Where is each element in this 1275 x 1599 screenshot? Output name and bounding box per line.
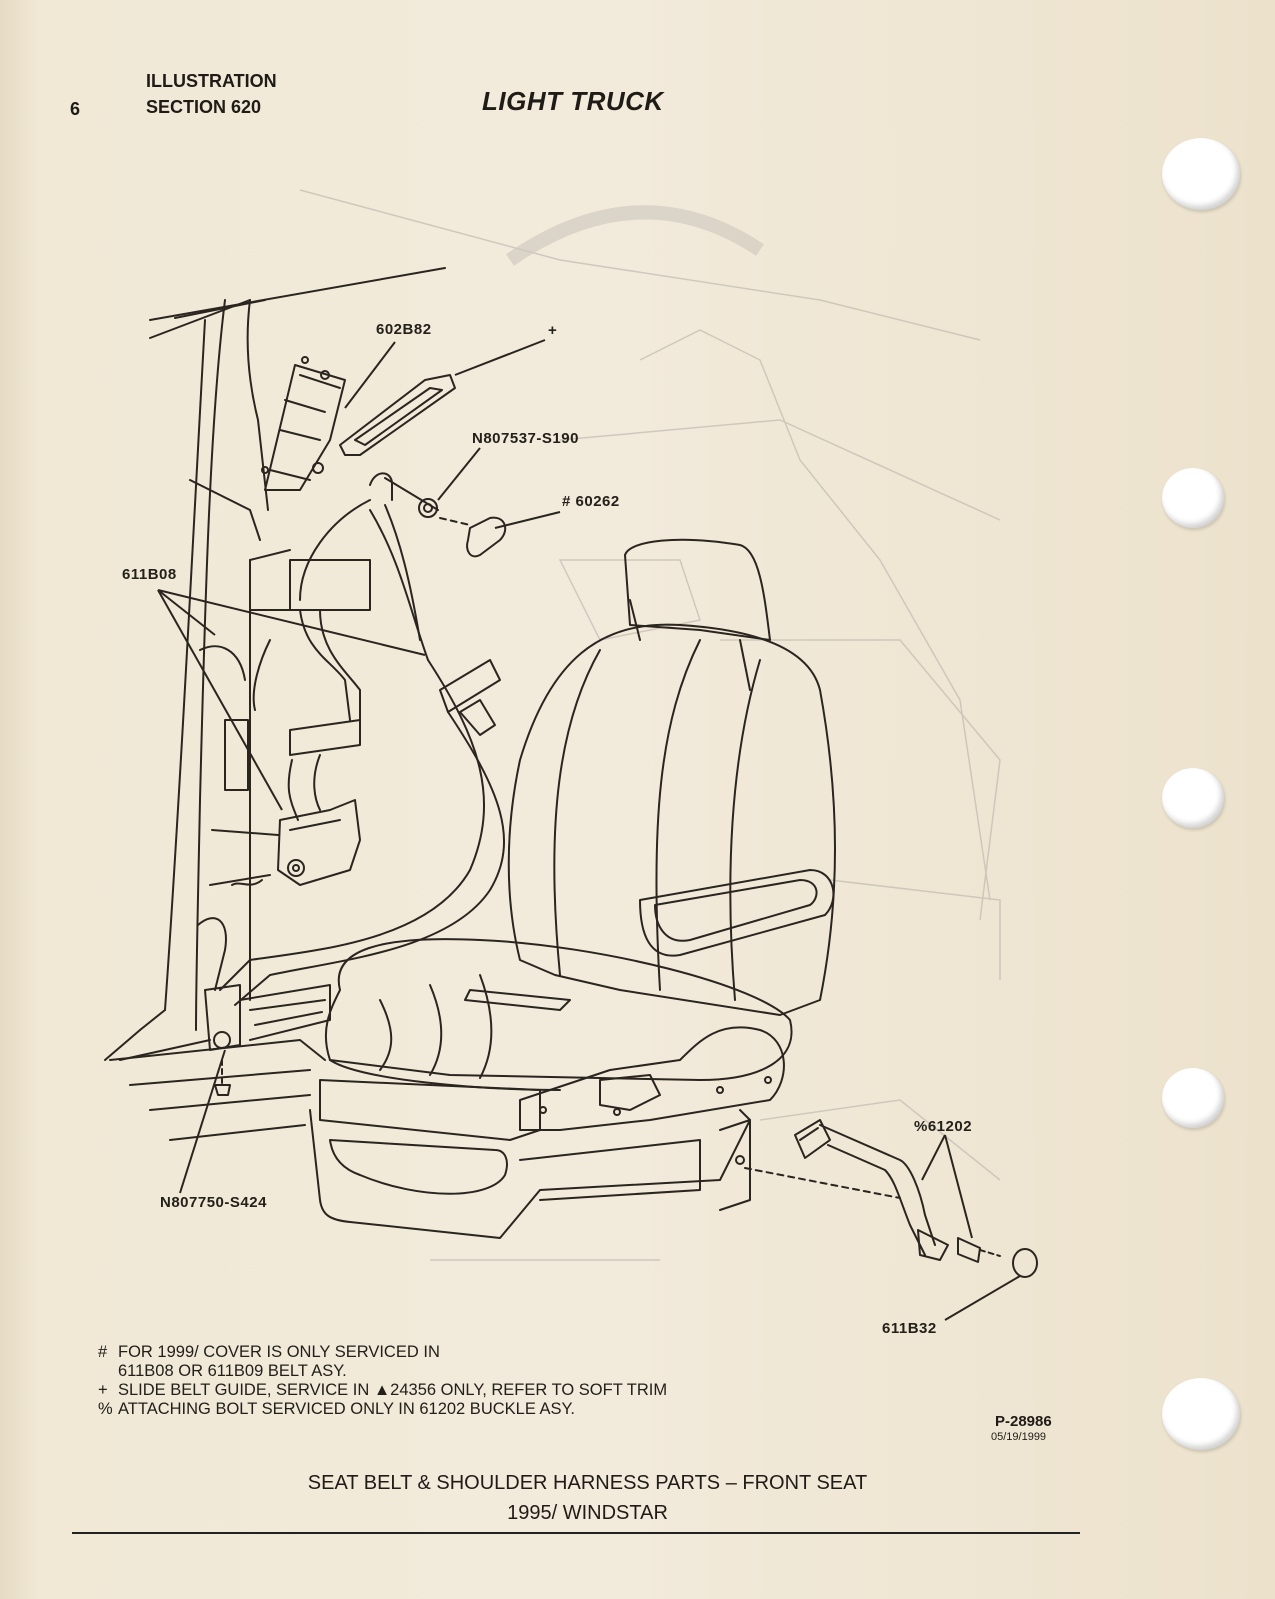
footnote-symbol: + <box>98 1381 108 1399</box>
binder-hole <box>1162 468 1224 528</box>
callout-611b32: 611B32 <box>882 1320 937 1337</box>
leader-lines <box>157 339 1021 1321</box>
footnote: + SLIDE BELT GUIDE, SERVICE IN ▲24356 ON… <box>98 1381 667 1400</box>
binder-hole <box>1162 1068 1224 1128</box>
callout-n807750-s424: N807750-S424 <box>160 1194 267 1211</box>
callout-guide-mark: + <box>548 322 558 339</box>
anchor-cover <box>466 516 507 558</box>
footnote-text: FOR 1999/ COVER IS ONLY SERVICED IN <box>118 1343 440 1361</box>
footnote-text: ATTACHING BOLT SERVICED ONLY IN 61202 BU… <box>118 1400 575 1418</box>
footnotes: # FOR 1999/ COVER IS ONLY SERVICED IN 61… <box>98 1343 667 1419</box>
illustration-date: 05/19/1999 <box>991 1431 1047 1443</box>
bolt-cap <box>1012 1248 1038 1278</box>
callout-61202: %61202 <box>914 1118 973 1135</box>
seat-buckle <box>794 1119 949 1261</box>
section-label: SECTION 620 <box>146 97 262 117</box>
figure-caption: SEAT BELT & SHOULDER HARNESS PARTS – FRO… <box>307 1472 868 1494</box>
binder-hole <box>1162 138 1240 210</box>
front-seat <box>309 538 901 1239</box>
binder-hole <box>1162 768 1224 828</box>
callout-60262: # 60262 <box>562 493 620 510</box>
lower-anchor <box>204 984 241 1096</box>
callout-602b82: 602B82 <box>376 321 432 338</box>
callout-611b08: 611B08 <box>122 566 177 583</box>
figure-caption-model: 1995/ WINDSTAR <box>507 1502 668 1524</box>
show-through-artwork <box>299 189 1001 1261</box>
footnote-symbol: % <box>98 1400 113 1418</box>
b-pillar <box>104 299 271 1061</box>
retractor-bracket <box>261 356 346 491</box>
footnote-text: SLIDE BELT GUIDE, SERVICE IN ▲24356 ONLY… <box>118 1381 668 1399</box>
document-title: LIGHT TRUCK <box>482 86 664 116</box>
anchor-nut <box>369 472 471 526</box>
binder-hole <box>1162 1378 1240 1450</box>
floor-sill <box>109 984 331 1141</box>
illustration-reference: P-28986 <box>995 1413 1052 1430</box>
page-number: 6 <box>70 99 81 119</box>
footnote-symbol: # <box>98 1343 108 1361</box>
shoulder-belt-webbing <box>219 499 505 1006</box>
illustration-label: ILLUSTRATION <box>146 71 277 91</box>
slide-belt-guide <box>339 374 456 456</box>
callout-n807537-s190: N807537-S190 <box>472 430 579 447</box>
footnote: % ATTACHING BOLT SERVICED ONLY IN 61202 … <box>98 1400 667 1419</box>
footnote: # FOR 1999/ COVER IS ONLY SERVICED IN 61… <box>98 1343 667 1381</box>
footer-rule <box>72 1532 1080 1534</box>
belt-retractor <box>209 799 361 886</box>
buckle-bolt <box>957 1237 1001 1263</box>
footnote-text: 611B08 OR 611B09 BELT ASY. <box>118 1362 347 1380</box>
